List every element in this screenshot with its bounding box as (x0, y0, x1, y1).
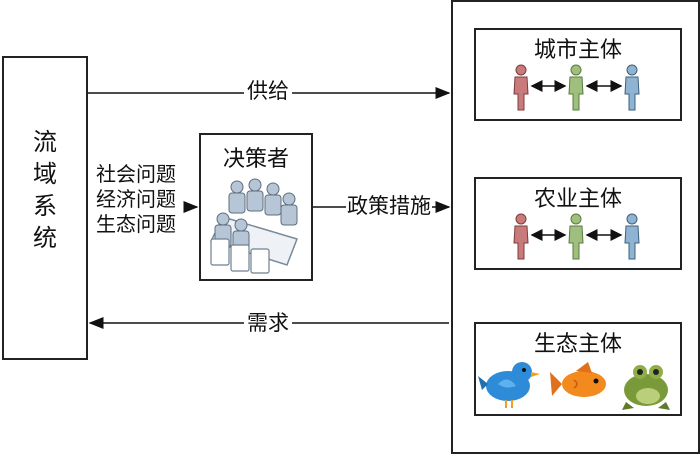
issue-item: 社会问题 (96, 162, 176, 186)
agri-people-icons (513, 213, 640, 260)
eco-actor-box: 生态主体 (474, 322, 682, 416)
meeting-icon (209, 178, 298, 274)
decision-maker-box: 决策者 (199, 133, 313, 281)
fish-icon (550, 362, 606, 397)
basin-char: 系 (33, 192, 57, 220)
demand-label: 需求 (244, 310, 292, 336)
basin-system-label: 流 域 系 统 (4, 126, 86, 254)
urban-actor-title: 城市主体 (533, 38, 622, 63)
issue-item: 生态问题 (96, 212, 176, 236)
basin-char: 域 (33, 160, 57, 188)
urban-actor-box: 城市主体 (474, 28, 682, 121)
eco-animal-icons (478, 362, 670, 410)
policy-label: 政策措施 (346, 193, 432, 219)
basin-system-box: 流 域 系 统 (2, 56, 88, 360)
basin-char: 统 (33, 224, 57, 252)
eco-actor-title: 生态主体 (533, 332, 622, 357)
issues-list: 社会问题 经济问题 生态问题 (96, 162, 176, 237)
agri-actor-title: 农业主体 (533, 187, 622, 212)
issue-item: 经济问题 (96, 187, 176, 211)
urban-people-icons (513, 64, 640, 111)
decision-maker-title: 决策者 (222, 147, 289, 172)
basin-char: 流 (33, 128, 57, 156)
frog-icon (622, 365, 670, 410)
agri-actor-box: 农业主体 (474, 177, 682, 270)
supply-label: 供给 (244, 78, 292, 104)
bird-icon (478, 362, 540, 408)
